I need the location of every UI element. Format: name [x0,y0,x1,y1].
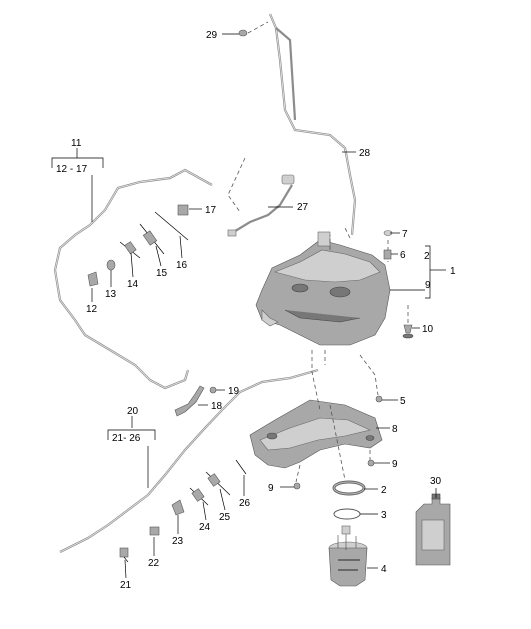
label-13: 13 [105,289,117,300]
label-6: 6 [400,250,406,261]
part-12-clip [87,271,99,287]
label-1: 1 [450,266,456,277]
part-3-seal [333,508,361,520]
label-5: 5 [400,396,406,407]
label-29: 29 [206,30,218,41]
part-24-connector [189,487,209,506]
part-29-grommet [238,21,269,37]
label-22: 22 [148,558,160,569]
label-30: 30 [430,476,442,487]
heat-shield [249,399,383,469]
label-23: 23 [172,536,184,547]
dashed-guides [295,227,409,483]
label-18: 18 [211,401,223,412]
label-9-left: 9 [268,483,274,494]
label-10: 10 [422,324,434,335]
label-17: 17 [205,205,217,216]
part-16-rod [154,211,189,241]
part-19-clip [209,386,217,394]
label-4: 4 [381,564,387,575]
label-2: 2 [381,485,387,496]
leader-lines [51,33,446,579]
part-17-holder [177,204,189,216]
label-2-top: 2 [424,251,430,262]
part-10-drain-plug [402,324,414,339]
label-11-range: 12 - 17 [56,164,88,175]
label-14: 14 [127,279,139,290]
part-21-connector [119,547,129,563]
fuel-line-28 [268,13,357,236]
label-24: 24 [199,522,211,533]
label-7: 7 [402,229,408,240]
label-11: 11 [71,138,82,149]
label-20-range: 21- 26 [112,433,141,444]
fuel-line-20 [59,368,319,553]
part-9-nut-b [293,482,301,490]
label-21: 21 [120,580,132,591]
fuel-line-11 [53,168,213,390]
label-20: 20 [127,406,139,417]
label-8: 8 [392,424,398,435]
part-13-clamp [106,259,116,271]
part-18-bracket [174,385,205,417]
part-22-clip [149,526,160,536]
label-19: 19 [228,386,240,397]
label-3: 3 [381,510,387,521]
label-15: 15 [156,268,168,279]
part-5-nut [375,395,383,403]
part-23-bracket [171,499,185,516]
label-12: 12 [86,304,98,315]
label-26: 26 [239,498,251,509]
label-9-right: 9 [392,459,398,470]
label-27: 27 [297,202,309,213]
vent-hose-27 [227,157,295,237]
part-14-hose-connector [119,241,141,259]
label-9-top: 9 [425,280,431,291]
part-25-connector [205,471,231,496]
part-4-fuel-pump [328,525,368,587]
part-15-hose-connector [139,223,165,255]
label-28: 28 [359,148,371,159]
part-30-oil-canister [415,493,451,566]
part-6-valve [383,249,392,260]
label-25: 25 [219,512,231,523]
callout-labels: 29 28 27 11 12 - 17 17 16 15 14 13 12 7 … [56,30,456,591]
fuel-tank [255,231,391,346]
part-2-lock-ring [332,480,366,496]
label-16: 16 [176,260,188,271]
part-26-pin [235,459,247,475]
part-9-nut-a [367,459,375,467]
